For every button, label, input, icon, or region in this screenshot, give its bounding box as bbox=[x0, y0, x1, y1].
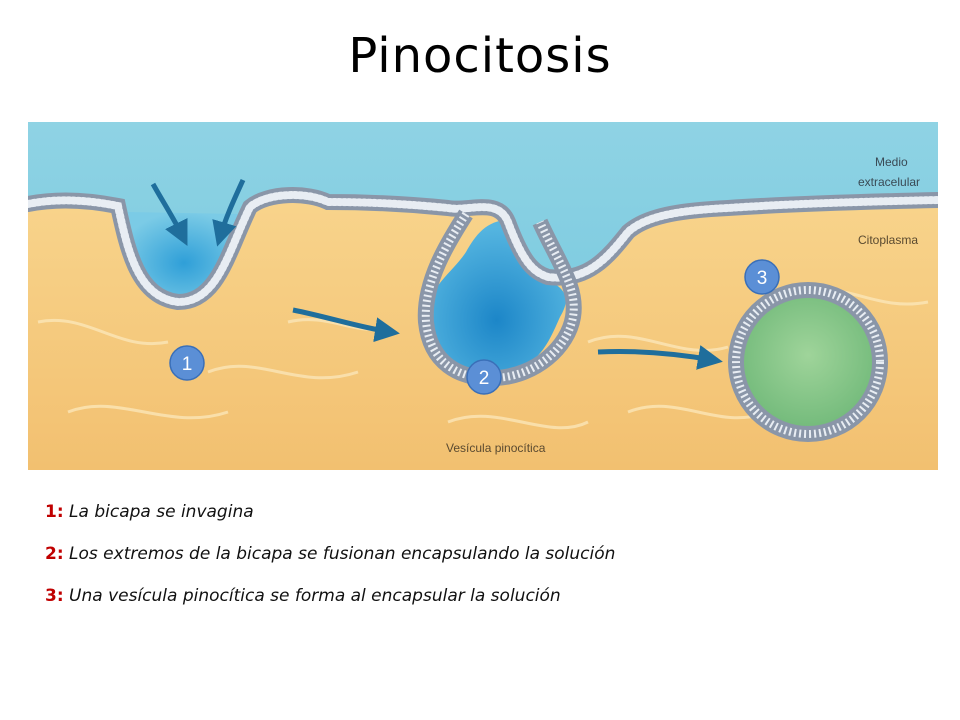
label-vesicle: Vesícula pinocítica bbox=[446, 441, 546, 455]
arrow-step-1-to-2 bbox=[292, 307, 400, 343]
pinocytosis-diagram: Medio extracelular Citoplasma Vesícula p… bbox=[28, 122, 938, 470]
arrow-inflow-right bbox=[212, 178, 246, 247]
legend-item-1: 1: La bicapa se invagina bbox=[45, 500, 945, 542]
svg-text:3: 3 bbox=[757, 268, 768, 289]
arrows bbox=[150, 178, 723, 370]
bilayer-membrane bbox=[28, 187, 938, 311]
invagination-2 bbox=[427, 219, 566, 374]
legend-text: Los extremos de la bicapa se fusionan en… bbox=[69, 544, 616, 564]
arrow-inflow-left bbox=[150, 182, 188, 246]
svg-text:2: 2 bbox=[479, 368, 490, 389]
legend: 1: La bicapa se invagina 2: Los extremos… bbox=[45, 500, 945, 626]
label-cytoplasm: Citoplasma bbox=[858, 233, 918, 247]
pinocytic-vesicle bbox=[728, 282, 888, 442]
marker-1: 1 bbox=[169, 345, 205, 381]
legend-number: 3: bbox=[45, 586, 64, 606]
arrow-step-2-to-3 bbox=[597, 345, 723, 370]
legend-item-3: 3: Una vesícula pinocítica se forma al e… bbox=[45, 584, 945, 626]
label-extracellular-1: Medio bbox=[875, 155, 908, 169]
svg-text:1: 1 bbox=[182, 354, 193, 375]
legend-number: 2: bbox=[45, 544, 64, 564]
legend-text: La bicapa se invagina bbox=[69, 502, 254, 522]
marker-3: 3 bbox=[744, 259, 780, 295]
marker-2: 2 bbox=[466, 359, 502, 395]
legend-text: Una vesícula pinocítica se forma al enca… bbox=[69, 586, 561, 606]
label-extracellular-2: extracelular bbox=[858, 175, 920, 189]
legend-item-2: 2: Los extremos de la bicapa se fusionan… bbox=[45, 542, 945, 584]
legend-number: 1: bbox=[45, 502, 64, 522]
page-title: Pinocitosis bbox=[348, 28, 612, 84]
